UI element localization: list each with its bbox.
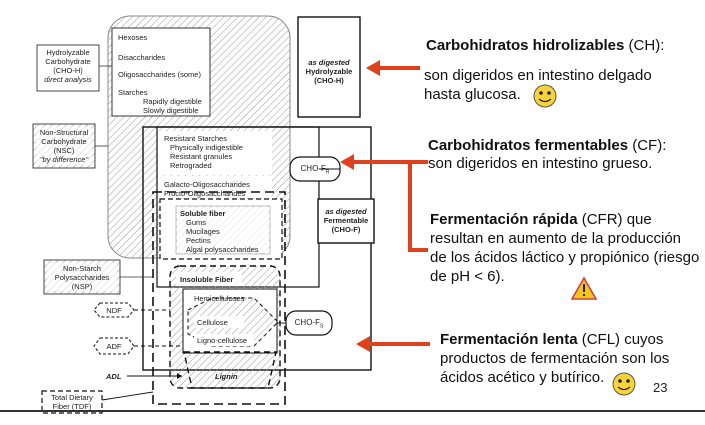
nsp-label: Non-Starch Polysaccharides (NSP) <box>54 264 110 291</box>
arrow-hydrolyzable <box>366 60 420 76</box>
warning-icon <box>570 276 598 300</box>
adf-shape <box>93 337 135 355</box>
arrow-fermentable-bracket <box>340 154 428 252</box>
cfl-text: Fermentación lenta (CFL) cuyos productos… <box>440 331 670 386</box>
fermentable-label-box <box>317 198 375 244</box>
hydrolyzable-label: Hydrolyzable Carbohydrate (CHO-H) direct… <box>44 48 92 84</box>
hydrolyzable-box <box>297 16 361 118</box>
simple-carbs-box <box>111 27 211 117</box>
ligno-cellulose-text: Ligno-cellulose <box>197 336 248 345</box>
cf-description: son digeridos en intestino grueso. <box>428 155 653 172</box>
oligosaccharides-text: Oligosaccharides (some) <box>118 70 201 79</box>
page-number: 23 <box>653 380 668 395</box>
cf-heading: Carbohidratos fermentables (CF): <box>428 137 667 154</box>
smiley-icon <box>533 84 557 108</box>
adl-label: ADL <box>106 372 122 381</box>
fermentable-box-label: as digested Fermentable (CHO-F) <box>323 207 369 234</box>
tdf-box <box>41 390 103 414</box>
starches-text: Starches <box>118 88 148 97</box>
slowly-digestible-text: Slowly digestible <box>143 106 199 115</box>
hydrolyzable-box-label: as digested Hydrolyzable (CHO-H) <box>305 58 353 85</box>
ndf-shape <box>93 302 135 318</box>
hemicelluloses-text: Hemicelluloses <box>194 294 245 303</box>
soluble-fiber-text: Soluble fiber Gums Mucilages Pectins Alg… <box>180 209 259 254</box>
ch-description: son digeridos en intestino delgado hasta… <box>424 67 652 103</box>
cfr-text: Fermentación rápida (CFR) que resultan e… <box>430 211 700 285</box>
rapidly-digestible-text: Rapidly digestible <box>143 97 202 106</box>
ndf-label: NDF <box>106 306 122 315</box>
galacto-fructo-text: Galacto-Oligosaccharides Fructo-Oligosac… <box>164 180 250 198</box>
cellulose-text: Cellulose <box>197 318 228 327</box>
cho-fs-label: CHO-FS <box>294 318 324 330</box>
tdf-label: Total Dietary Fiber (TDF) <box>51 393 93 411</box>
insoluble-fiber-title: Insoluble Fiber <box>180 275 234 284</box>
bottom-rule <box>0 410 705 412</box>
hydrolyzable-label-box <box>36 44 100 92</box>
lignin-text: Lignin <box>215 372 238 381</box>
cho-fr-label: CHO-FR <box>300 164 330 176</box>
nsc-label: Non-Structural Carbohydrate (NSC) "by di… <box>39 128 89 164</box>
nsp-dashed-box <box>152 191 286 405</box>
hexoses-text: Hexoses <box>118 33 148 42</box>
ch-heading: Carbohidratos hidrolizables (CH): <box>426 37 665 54</box>
disaccharides-text: Disaccharides <box>118 53 166 62</box>
resistant-starches-text: Resistant Starches Physically indigestib… <box>164 134 243 170</box>
arrow-slow-fermentation <box>356 336 430 352</box>
adf-label: ADF <box>106 342 122 351</box>
lignin-shape <box>183 351 277 389</box>
smiley-icon <box>612 372 636 396</box>
